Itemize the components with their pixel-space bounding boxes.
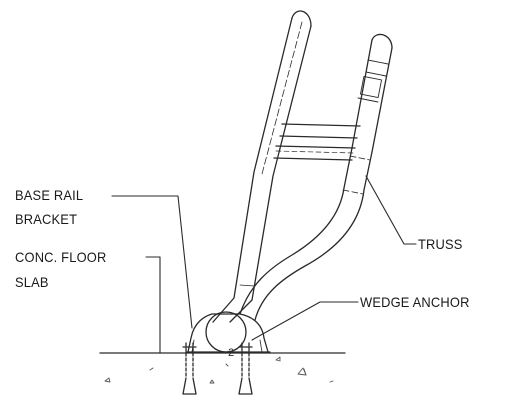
right-wedge-anchor (238, 342, 253, 395)
base-rail-bracket (185, 311, 271, 353)
left-truss-chord (212, 10, 312, 323)
concrete-hatch (104, 356, 334, 384)
truss-label: TRUSS (418, 236, 463, 252)
base-rail-leader (111, 195, 193, 329)
bracket-mark: 2 (228, 347, 234, 359)
truss-web-members (273, 123, 361, 161)
left-wedge-anchor (182, 342, 197, 395)
truss-leader (365, 175, 417, 245)
leader-lines (111, 175, 417, 354)
base-rail-bracket-label-line1: BASE RAIL (15, 187, 84, 203)
wedge-anchor-label: WEDGE ANCHOR (360, 294, 470, 310)
floor-slab-leader (145, 256, 161, 354)
right-truss-chord (239, 33, 393, 321)
floor-slab-label-line2: SLAB (15, 274, 49, 290)
base-rail-bracket-label-line2: BRACKET (15, 211, 78, 227)
floor-slab-label-line1: CONC. FLOOR (15, 249, 107, 265)
wedge-anchor-leader (251, 301, 359, 341)
